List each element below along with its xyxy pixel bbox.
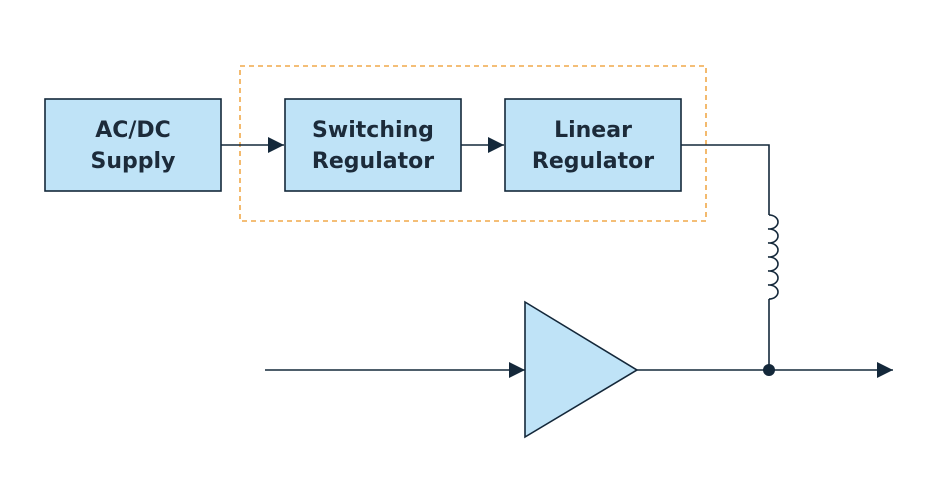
linear-regulator-label-line2: Regulator [532,149,654,174]
ac-dc-supply-label-line2: Supply [91,149,176,174]
amplifier-triangle-icon [524,300,639,439]
ac-dc-supply-block: AC/DC Supply [44,98,222,192]
dashed-regulator-group [239,65,707,222]
junction-dot [763,364,775,376]
inductor-coil-loops [768,214,779,300]
inductor-icon [767,214,777,300]
linear-regulator-block: Linear Regulator [504,98,682,192]
ac-dc-supply-label-line1: AC/DC [95,118,171,143]
linear-regulator-label-line1: Linear [554,118,632,143]
switching-regulator-label-line1: Switching [312,118,434,143]
wire-linear-to-inductor [681,144,770,215]
switching-regulator-block: Switching Regulator [284,98,462,192]
switching-regulator-label-line2: Regulator [312,149,434,174]
